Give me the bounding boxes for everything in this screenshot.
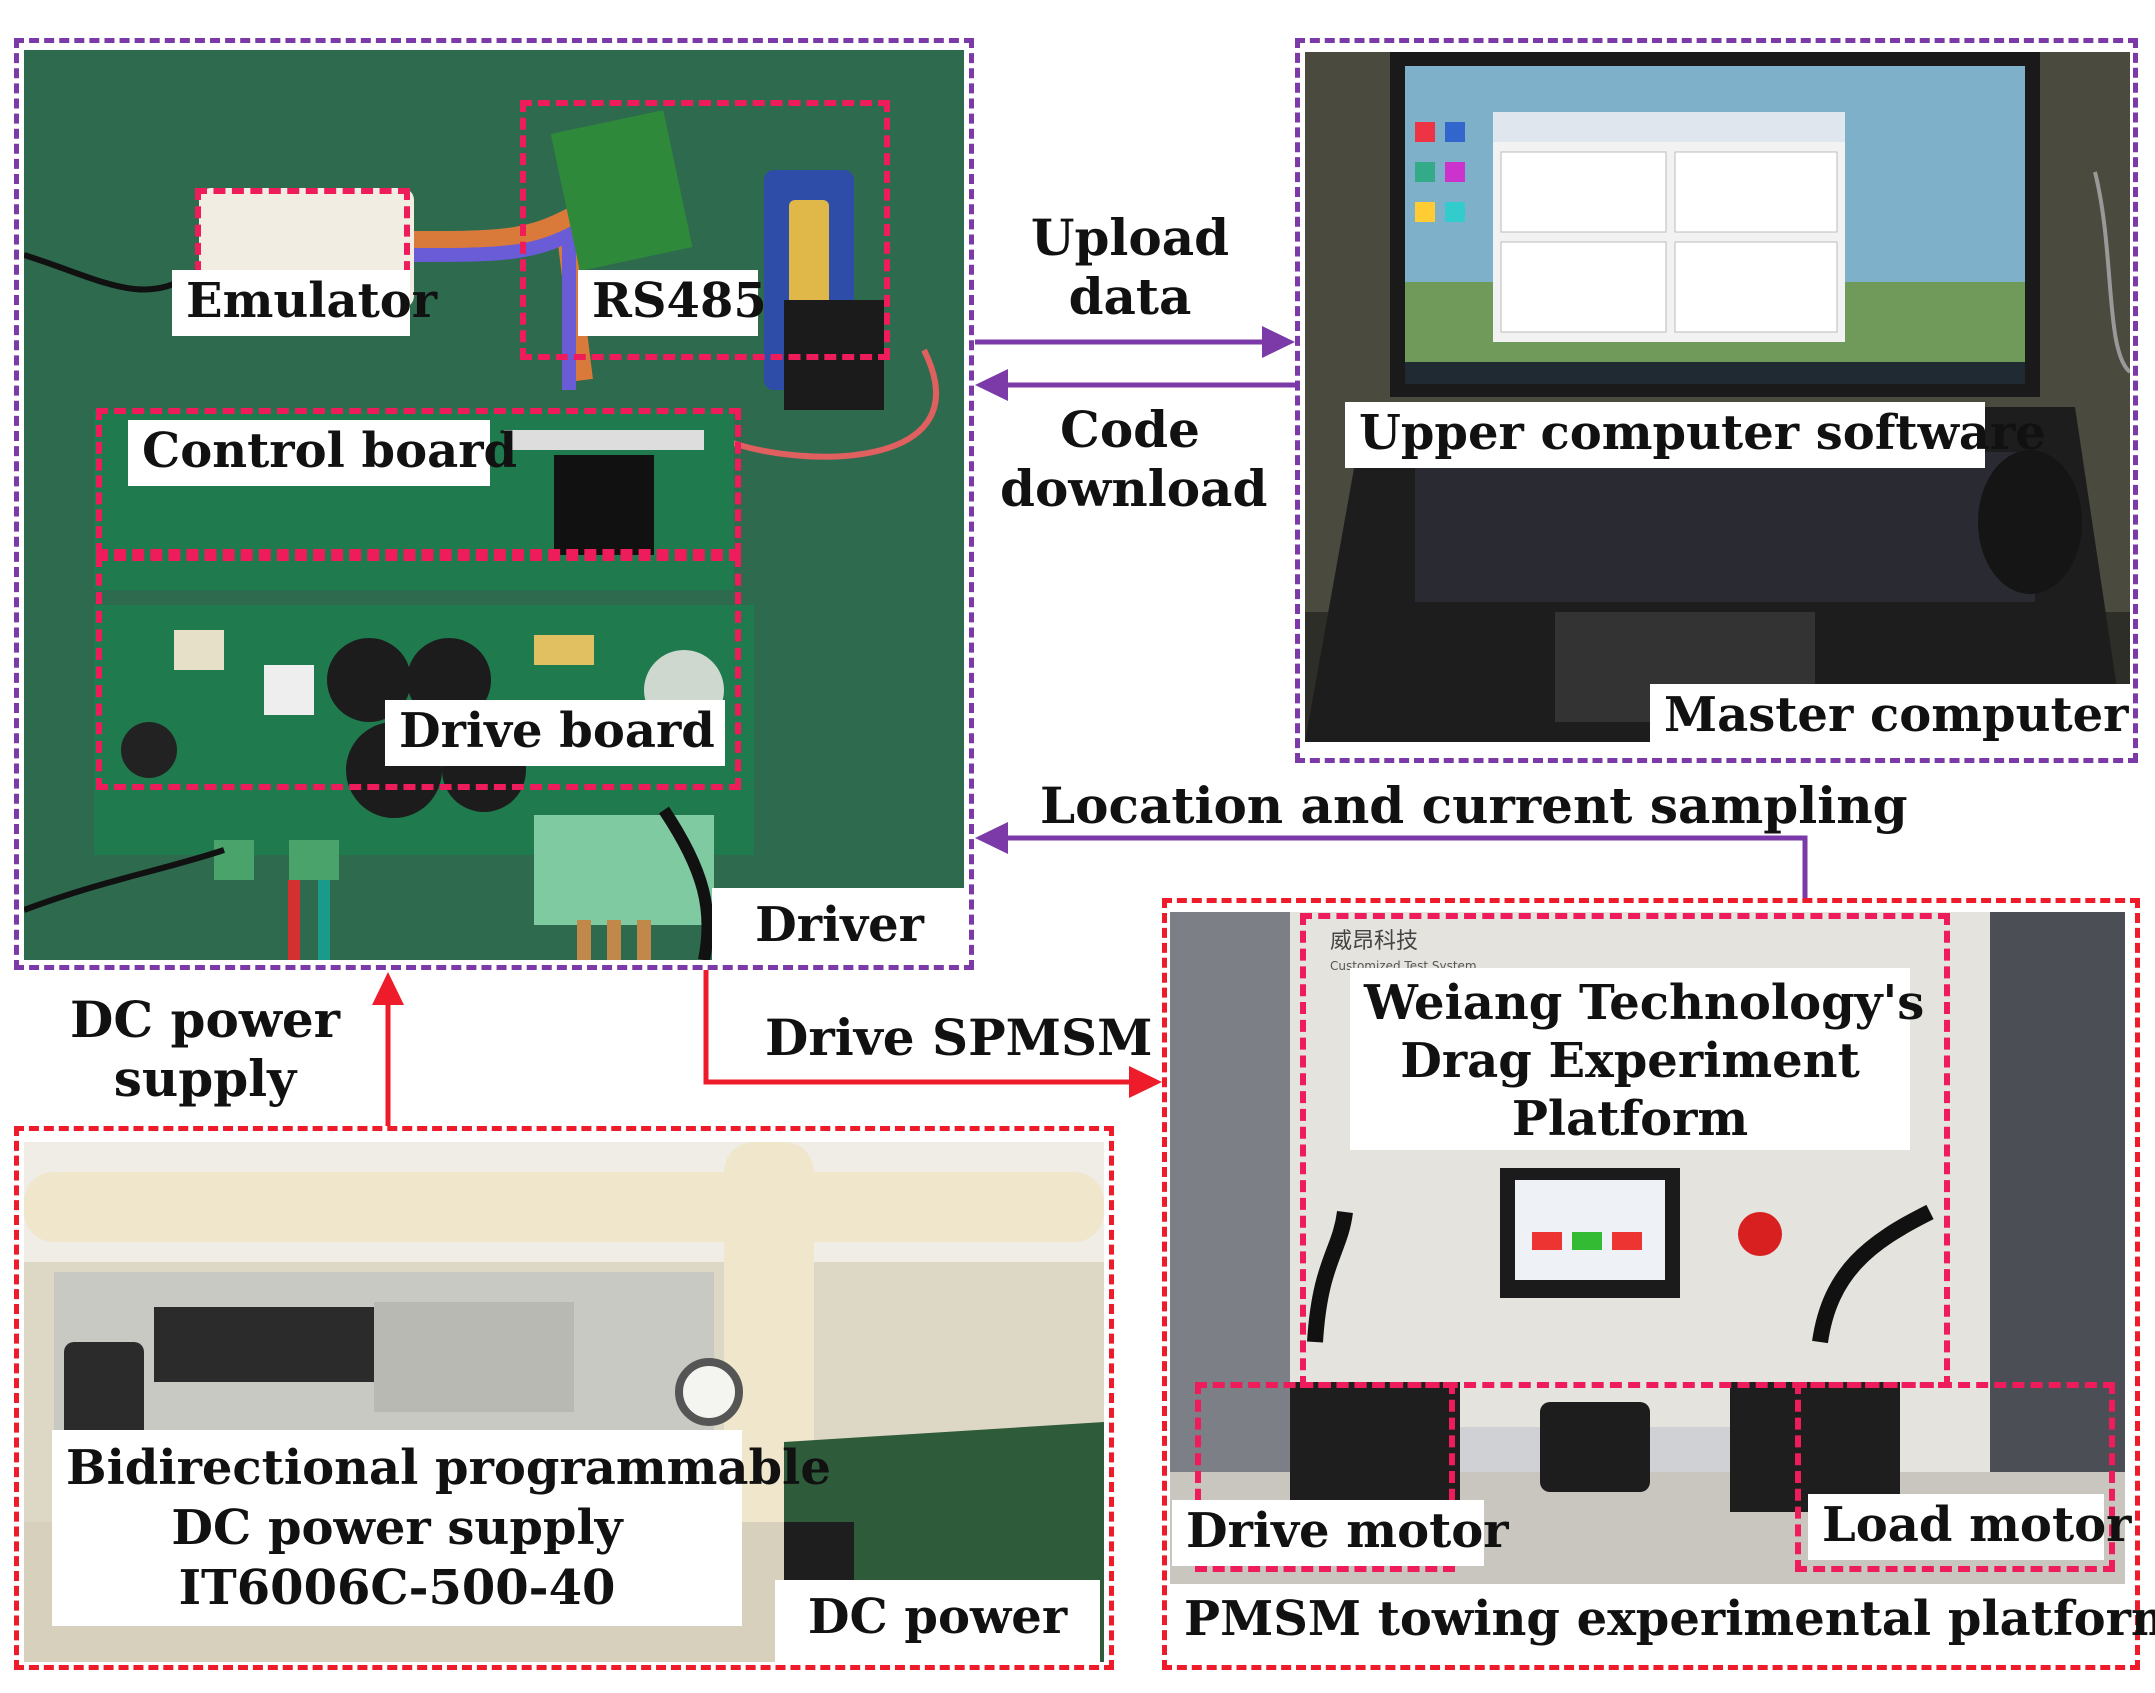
sign-text: 威昂科技 <box>1330 929 1418 954</box>
master-computer-frame <box>1295 38 2138 763</box>
master-computer-label: Master computer <box>1650 684 2130 756</box>
upload-data-text: Upload data <box>1030 208 1230 326</box>
rs485-box <box>520 100 890 360</box>
laptop-illustration <box>1305 52 2130 742</box>
sampling-text: Location and current sampling <box>1040 776 1908 835</box>
code-download-text: Code download <box>1000 400 1268 518</box>
driver-frame <box>14 38 974 970</box>
power-description-line2: DC power supply <box>171 1500 623 1556</box>
power-supply-frame <box>14 1126 1114 1670</box>
weiang-platform-box <box>1300 913 1950 1388</box>
platform-frame <box>1162 898 2140 1670</box>
drive-motor-box <box>1195 1382 1455 1572</box>
weiang-line1: Weiang Technology's <box>1364 975 1925 1031</box>
weiang-platform-label: Weiang Technology's Drag Experiment Plat… <box>1350 968 1925 1150</box>
dc-power-supply-text: DC power supply <box>69 990 341 1108</box>
drive-board-box <box>96 555 741 790</box>
pmsm-platform-label: PMSM towing experimental platform <box>1170 1584 2155 1664</box>
emulator-label: Emulator <box>172 270 437 336</box>
control-board-label: Control board <box>128 420 517 486</box>
dc-power-label: DC power <box>775 1580 1100 1664</box>
drive-motor-label: Drive motor <box>1172 1500 1509 1566</box>
load-motor-box <box>1795 1382 2115 1572</box>
rs485-label: RS485 <box>578 270 767 336</box>
control-board-box <box>96 408 741 555</box>
drive-spmsm-text: Drive SPMSM <box>765 1008 1153 1067</box>
power-description-line1: Bidirectional programmable <box>66 1440 831 1496</box>
load-motor-label: Load motor <box>1808 1494 2131 1560</box>
weiang-line3: Platform <box>1511 1091 1749 1147</box>
driver-label: Driver <box>712 888 967 964</box>
power-description-line3: IT6006C-500-40 <box>178 1560 616 1616</box>
computer-photo <box>1305 52 2130 742</box>
upper-software-label: Upper computer software <box>1345 402 2046 468</box>
drive-board-label: Drive board <box>385 700 725 766</box>
sampling-arrow <box>990 835 1808 898</box>
drive-spmsm-arrow <box>703 970 1145 1085</box>
power-description-label: Bidirectional programmable DC power supp… <box>52 1430 831 1626</box>
weiang-line2: Drag Experiment <box>1400 1033 1860 1089</box>
